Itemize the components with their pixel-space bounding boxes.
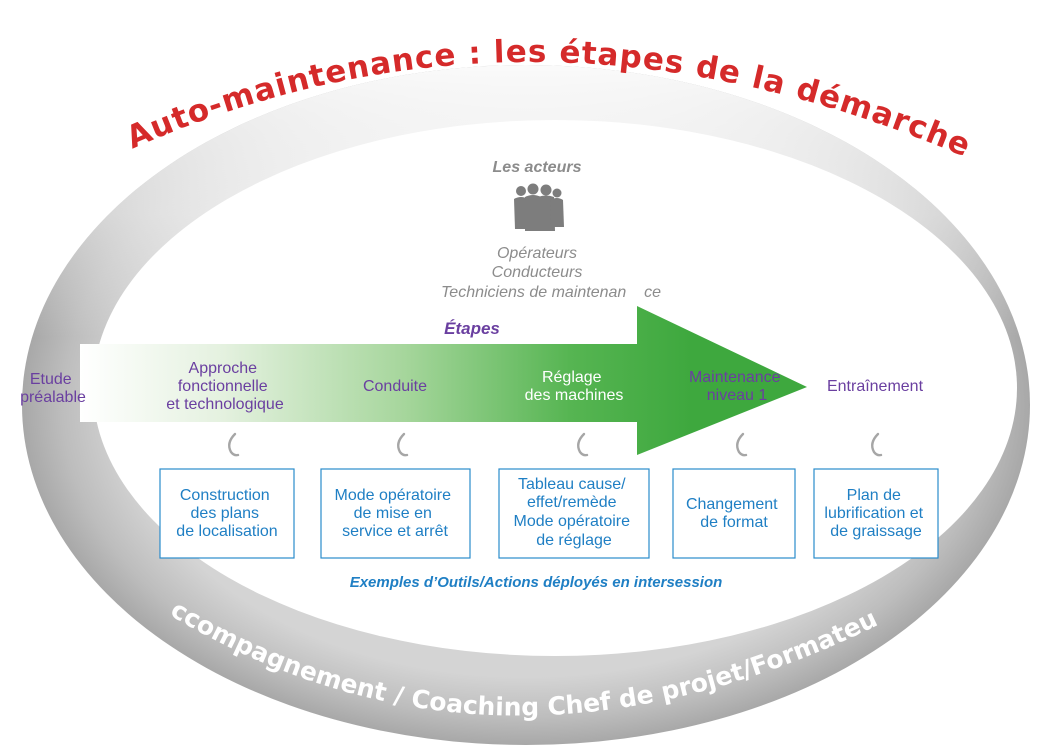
curved-hook-icon <box>871 432 883 457</box>
tool-box-mode-operatoire <box>320 468 471 559</box>
actors-title: Les acteurs <box>493 159 582 176</box>
step-etude-prealable: Etude préalable <box>20 371 86 406</box>
steps-arrow <box>80 306 807 455</box>
curved-hook-icon <box>397 432 409 457</box>
tool-changement-format: Changement de format <box>686 496 782 531</box>
step-approche-fonctionnelle: Approche fonctionnelle et technologique <box>166 360 284 413</box>
tool-box-changement <box>672 468 796 559</box>
actor-operateurs: Opérateurs <box>497 245 577 262</box>
tool-box-lubrification <box>813 468 939 559</box>
curved-hook-icon <box>736 432 748 457</box>
tool-plan-lubrification: Plan de lubrification et de graissage <box>824 487 927 540</box>
tool-box-plans <box>159 468 295 559</box>
tool-mode-operatoire-service: Mode opératoire de mise en service et ar… <box>335 487 456 540</box>
tool-tableau-cause-effet: Tableau cause/ effet/remède Mode opérato… <box>514 476 635 549</box>
tool-plans-localisation: Construction des plans de localisation <box>176 487 277 540</box>
curved-hook-icon <box>228 432 240 457</box>
actor-conducteurs: Conducteurs <box>492 264 583 281</box>
step-maintenance-niveau-1: Maintenance niveau 1 <box>689 369 785 404</box>
step-entrainement: Entraînement <box>827 378 924 395</box>
group-of-people-icon <box>514 183 564 231</box>
examples-caption: Exemples d’Outils/Actions déployés en in… <box>350 574 723 591</box>
curved-hook-icon <box>577 432 589 457</box>
actor-techniciens: Techniciens de maintenan ce <box>441 284 661 301</box>
step-reglage-machines: Réglage des machines <box>525 369 624 404</box>
tool-box-tableau <box>498 468 650 559</box>
step-conduite: Conduite <box>363 378 427 395</box>
etapes-label: Étapes <box>444 319 500 338</box>
